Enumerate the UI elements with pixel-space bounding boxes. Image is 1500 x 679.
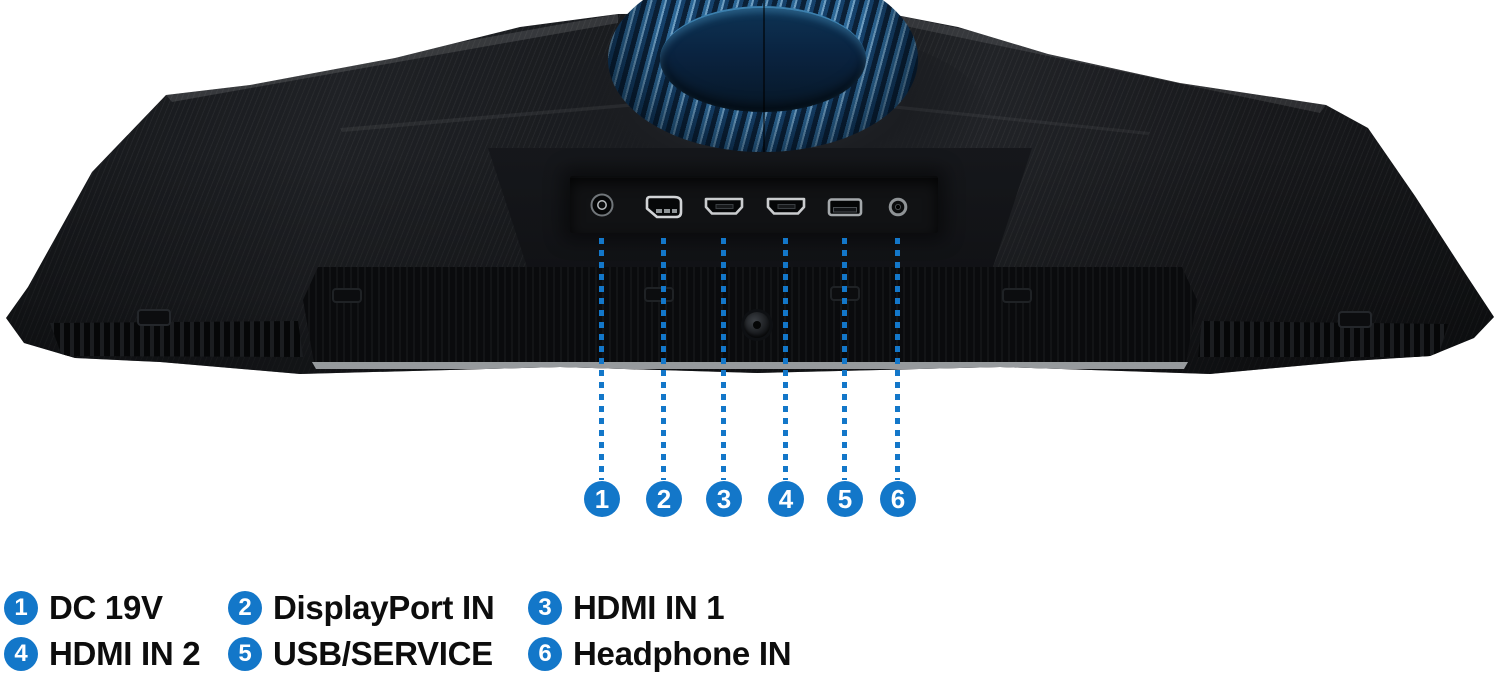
mount-slot bbox=[1338, 311, 1372, 328]
usb-a-icon bbox=[827, 198, 863, 217]
legend-label: DC 19V bbox=[49, 589, 163, 626]
legend-label: Headphone IN bbox=[573, 635, 792, 672]
callout-marker-4: 4 bbox=[768, 481, 804, 517]
legend-item-usb-service: 5 USB/SERVICE bbox=[228, 635, 493, 672]
legend-label: DisplayPort IN bbox=[273, 589, 495, 626]
legend-item-hdmi-in-1: 3 HDMI IN 1 bbox=[528, 589, 725, 626]
legend-item-displayport-in: 2 DisplayPort IN bbox=[228, 589, 495, 626]
legend-item-headphone-in: 6 Headphone IN bbox=[528, 635, 792, 672]
legend-label: HDMI IN 1 bbox=[573, 589, 725, 626]
legend-item-hdmi-in-2: 4 HDMI IN 2 bbox=[4, 635, 201, 672]
legend-number-badge: 4 bbox=[4, 637, 38, 671]
dc-power-jack-icon bbox=[590, 193, 614, 217]
legend-number-badge: 5 bbox=[228, 637, 262, 671]
leader-line-1 bbox=[599, 238, 604, 480]
legend-number-badge: 6 bbox=[528, 637, 562, 671]
legend-item-dc-19v: 1 DC 19V bbox=[4, 589, 163, 626]
legend-number-badge: 2 bbox=[228, 591, 262, 625]
clip-tab bbox=[332, 288, 362, 303]
hdmi-icon bbox=[766, 197, 806, 215]
leader-line-5 bbox=[842, 238, 847, 480]
leader-line-3 bbox=[721, 238, 726, 480]
leader-line-6 bbox=[895, 238, 900, 480]
port-panel bbox=[570, 176, 938, 233]
callout-marker-5: 5 bbox=[827, 481, 863, 517]
leader-line-2 bbox=[661, 238, 666, 480]
headphone-jack-icon bbox=[888, 197, 908, 217]
displayport-icon bbox=[645, 195, 683, 219]
stand-mount-ring bbox=[608, 0, 918, 152]
ring-seam bbox=[763, 0, 765, 152]
clip-tab bbox=[1002, 288, 1032, 303]
legend-label: USB/SERVICE bbox=[273, 635, 493, 672]
mount-slot bbox=[137, 309, 171, 326]
legend-number-badge: 1 bbox=[4, 591, 38, 625]
callout-marker-6: 6 bbox=[880, 481, 916, 517]
clip-tab bbox=[644, 287, 674, 302]
callout-marker-3: 3 bbox=[706, 481, 742, 517]
hdmi-icon bbox=[704, 197, 744, 215]
legend-number-badge: 3 bbox=[528, 591, 562, 625]
callout-marker-2: 2 bbox=[646, 481, 682, 517]
legend-label: HDMI IN 2 bbox=[49, 635, 201, 672]
stand-screw-hole bbox=[744, 312, 770, 338]
callout-marker-1: 1 bbox=[584, 481, 620, 517]
leader-line-4 bbox=[783, 238, 788, 480]
